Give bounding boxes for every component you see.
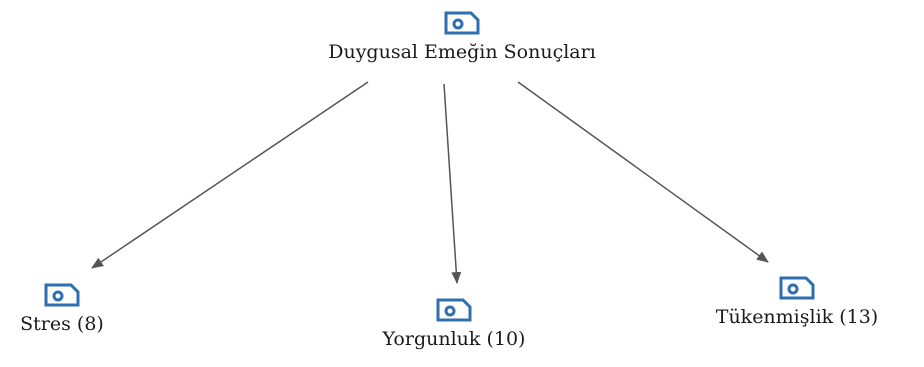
node-tukenmislik[interactable]: Tükenmişlik (13) [687, 275, 907, 329]
node-stres-label: Stres (8) [20, 313, 104, 335]
node-yorgunluk[interactable]: Yorgunluk (10) [354, 297, 554, 351]
node-root[interactable]: Duygusal Emeğin Sonuçları [328, 10, 596, 64]
node-root-label: Duygusal Emeğin Sonuçları [328, 41, 596, 63]
code-icon [779, 276, 815, 300]
code-icon [436, 298, 472, 322]
code-icon [444, 11, 480, 35]
edge-root-to-yorgunluk [443, 83, 462, 284]
edge-root-to-tukenmislik [517, 81, 769, 263]
node-tukenmislik-label: Tükenmişlik (13) [715, 306, 879, 328]
node-yorgunluk-label: Yorgunluk (10) [382, 328, 526, 350]
code-icon [44, 283, 80, 307]
edge-root-to-stres [91, 81, 369, 269]
node-stres[interactable]: Stres (8) [2, 282, 122, 336]
